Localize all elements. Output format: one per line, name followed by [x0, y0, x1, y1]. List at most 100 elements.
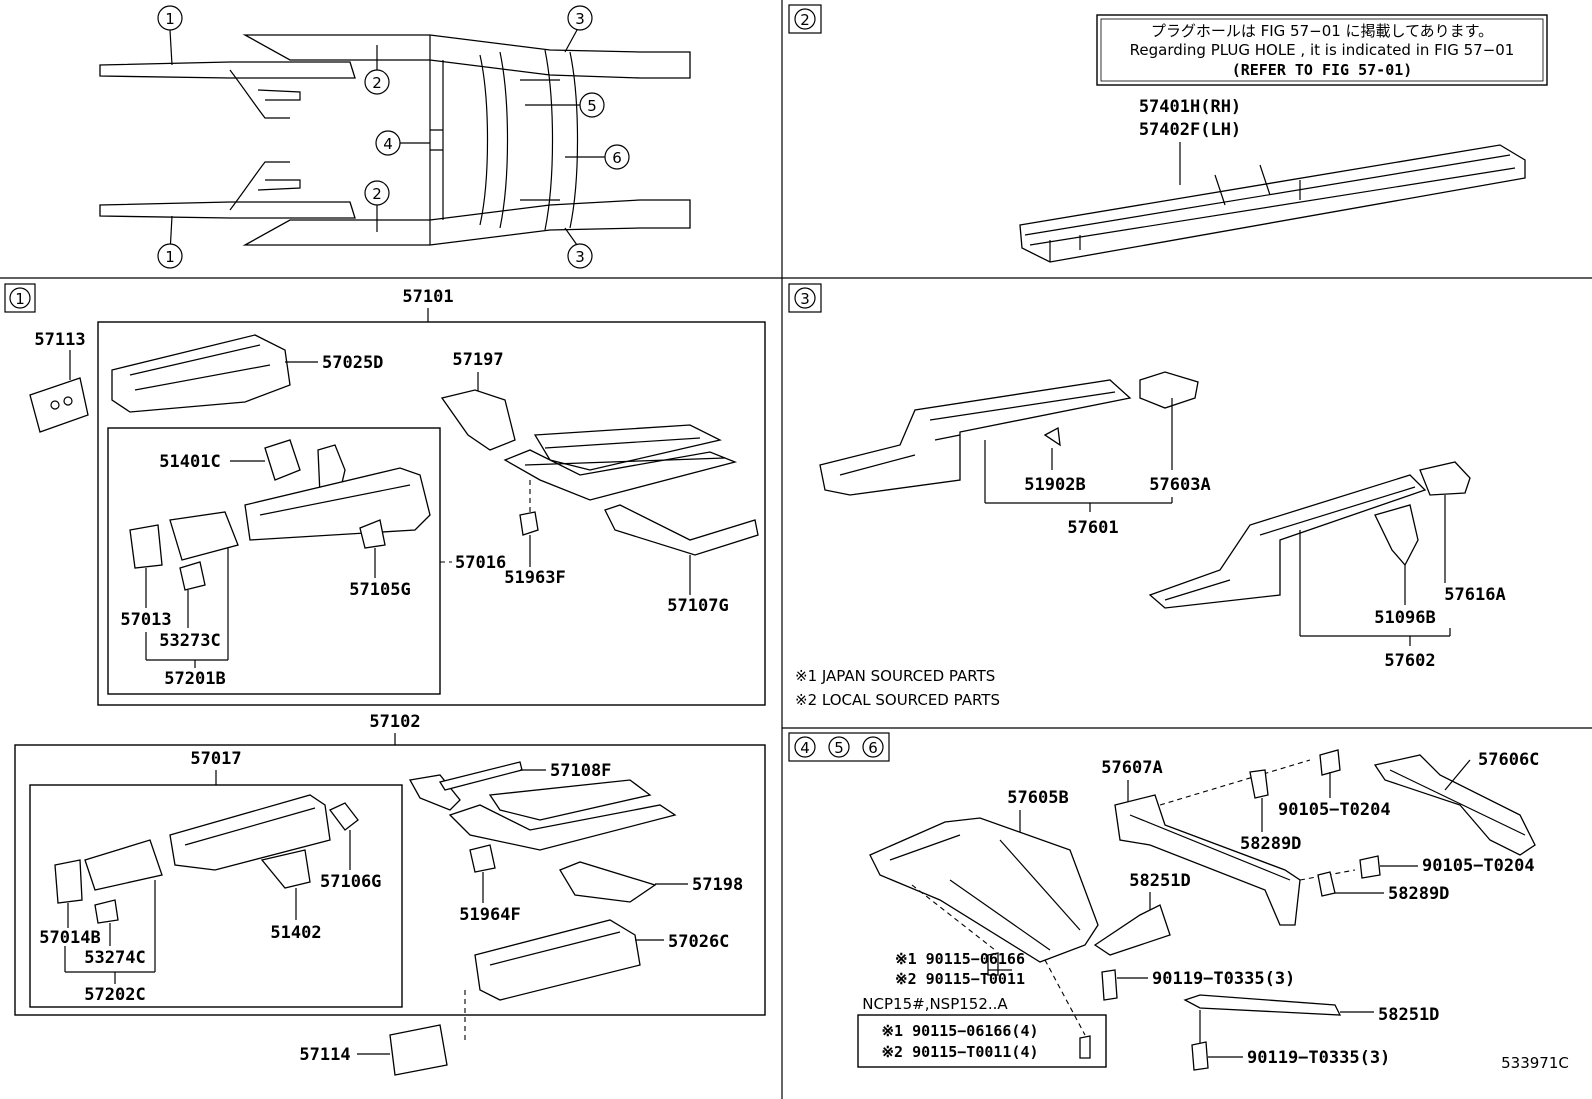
notice-box: [1096, 14, 1548, 86]
section-456: 4 5 6 57605B 57607A 90105−T0204 58289D 5…: [788, 732, 1569, 1072]
part-57605B-crossmember: [869, 817, 1099, 963]
label-57108F: 57108F: [550, 761, 611, 781]
section-3: 3 51902B 57603A 57601 57616A 51096B 5760…: [788, 283, 1506, 709]
label-57107G: 57107G: [667, 596, 728, 616]
callout-4-label: 4: [383, 135, 393, 153]
label-57113: 57113: [34, 330, 85, 350]
overview-frame: [99, 29, 691, 254]
label-90119-T0335-b: 90119−T0335(3): [1247, 1048, 1390, 1068]
assembly-57016-box: [107, 427, 441, 695]
part-57026C: [474, 919, 641, 1001]
label-57016: 57016: [455, 553, 506, 573]
label-53274C: 53274C: [84, 948, 145, 968]
callout-2-bottom-label: 2: [372, 185, 382, 203]
label-57197: 57197: [452, 350, 503, 370]
label-51401C: 51401C: [159, 452, 220, 472]
part-58251D-brace-a: [1093, 904, 1171, 956]
label-57605B: 57605B: [1007, 788, 1068, 808]
label-57105G: 57105G: [349, 580, 410, 600]
label-57198: 57198: [692, 875, 743, 895]
sourcing-japan: ※1 JAPAN SOURCED PARTS: [795, 667, 995, 685]
label-90105-T0204-b: 90105−T0204: [1422, 856, 1535, 876]
label-58289D-a: 58289D: [1240, 834, 1301, 854]
label-90115-T0011: ※2 90115−T0011: [895, 970, 1025, 988]
label-57616A: 57616A: [1444, 585, 1505, 605]
part-rear-frame-lower: [448, 804, 677, 851]
label-51402: 51402: [270, 923, 321, 943]
callout-3-top-label: 3: [575, 10, 585, 28]
label-90119-T0335-a: 90119−T0335(3): [1152, 969, 1295, 989]
callout-1-top: [157, 5, 183, 31]
callout-3-bottom: [567, 243, 593, 269]
label-57102: 57102: [369, 712, 420, 732]
part-57607A-crossmember: [1114, 794, 1301, 926]
label-90115-06166: ※1 90115−06166: [895, 950, 1025, 968]
overview-callouts: 1 2 3 4 5 6 2 3 1: [157, 5, 630, 269]
section-1-tag-label: 1: [15, 290, 25, 308]
label-53273C: 53273C: [159, 631, 220, 651]
illustration-id: 533971C: [1501, 1054, 1569, 1072]
part-58251D-brace-b: [1183, 994, 1342, 1016]
label-57201B: 57201B: [164, 669, 225, 689]
part-frame-lower: [503, 449, 738, 501]
callout-1-bottom-label: 1: [165, 248, 175, 266]
label-57017: 57017: [190, 749, 241, 769]
section-2-tag-label: 2: [800, 11, 810, 29]
label-58251D-b: 58251D: [1378, 1005, 1439, 1025]
sourcing-local: ※2 LOCAL SOURCED PARTS: [795, 691, 1000, 709]
part-57107G: [604, 504, 759, 556]
label-57026C: 57026C: [668, 932, 729, 952]
label-57603A: 57603A: [1149, 475, 1210, 495]
label-57013: 57013: [120, 610, 171, 630]
section-5-tag-label: 5: [834, 739, 844, 757]
label-51964F: 51964F: [459, 905, 520, 925]
callout-5-label: 5: [587, 97, 597, 115]
label-57602: 57602: [1384, 651, 1435, 671]
part-57602-frame: [1148, 474, 1427, 609]
label-51963F: 51963F: [504, 568, 565, 588]
callout-4: [375, 130, 401, 156]
section-1: 1 57101 57113 57025D 57197 51963F 57107G…: [4, 283, 766, 1076]
model-note: NCP15#,NSP152..A: [862, 995, 1008, 1013]
callout-6: [604, 144, 630, 170]
bolt-spec-2: ※2 90115−T0011(4): [881, 1043, 1038, 1061]
assembly-57101-box: [97, 321, 766, 706]
callout-5: [579, 92, 605, 118]
label-57101: 57101: [402, 287, 453, 307]
callout-1-top-label: 1: [165, 10, 175, 28]
label-57025D: 57025D: [322, 353, 383, 373]
callout-3-bottom-label: 3: [575, 248, 585, 266]
callout-2-top-label: 2: [372, 74, 382, 92]
part-frame-upper: [533, 424, 722, 471]
section-3-tag-label: 3: [800, 290, 810, 308]
label-57202C: 57202C: [84, 985, 145, 1005]
label-57114: 57114: [299, 1045, 350, 1065]
notice-english: Regarding PLUG HOLE , it is indicated in…: [1130, 41, 1515, 59]
part-rear-frame-upper: [488, 779, 652, 821]
label-57401H: 57401H(RH): [1139, 97, 1241, 117]
label-57601: 57601: [1067, 518, 1118, 538]
part-57017-rail: [169, 794, 331, 871]
assembly-57102-box: [14, 744, 766, 1016]
bolt-spec-1: ※1 90115−06166(4): [881, 1022, 1038, 1040]
section-4-tag-label: 4: [800, 739, 810, 757]
label-51902B: 51902B: [1024, 475, 1085, 495]
callout-2-top: [364, 69, 390, 95]
part-57016-rail: [244, 467, 431, 541]
section-6-tag-label: 6: [868, 739, 878, 757]
label-57607A: 57607A: [1101, 758, 1162, 778]
label-57106G: 57106G: [320, 872, 381, 892]
section-2: 2 プラグホールは FIG 57−01 に掲載してあります。 Regarding…: [788, 4, 1548, 263]
callout-6-label: 6: [612, 149, 622, 167]
label-51096B: 51096B: [1374, 608, 1435, 628]
label-57402F: 57402F(LH): [1139, 120, 1241, 140]
part-57606C-crossmember: [1373, 754, 1536, 856]
bolt-spec-box: [857, 1014, 1107, 1068]
label-57606C: 57606C: [1478, 750, 1539, 770]
callout-3-top: [567, 5, 593, 31]
callout-2-bottom: [364, 180, 390, 206]
label-90105-T0204-a: 90105−T0204: [1278, 800, 1391, 820]
callout-1-bottom: [157, 243, 183, 269]
label-57014B: 57014B: [39, 928, 100, 948]
